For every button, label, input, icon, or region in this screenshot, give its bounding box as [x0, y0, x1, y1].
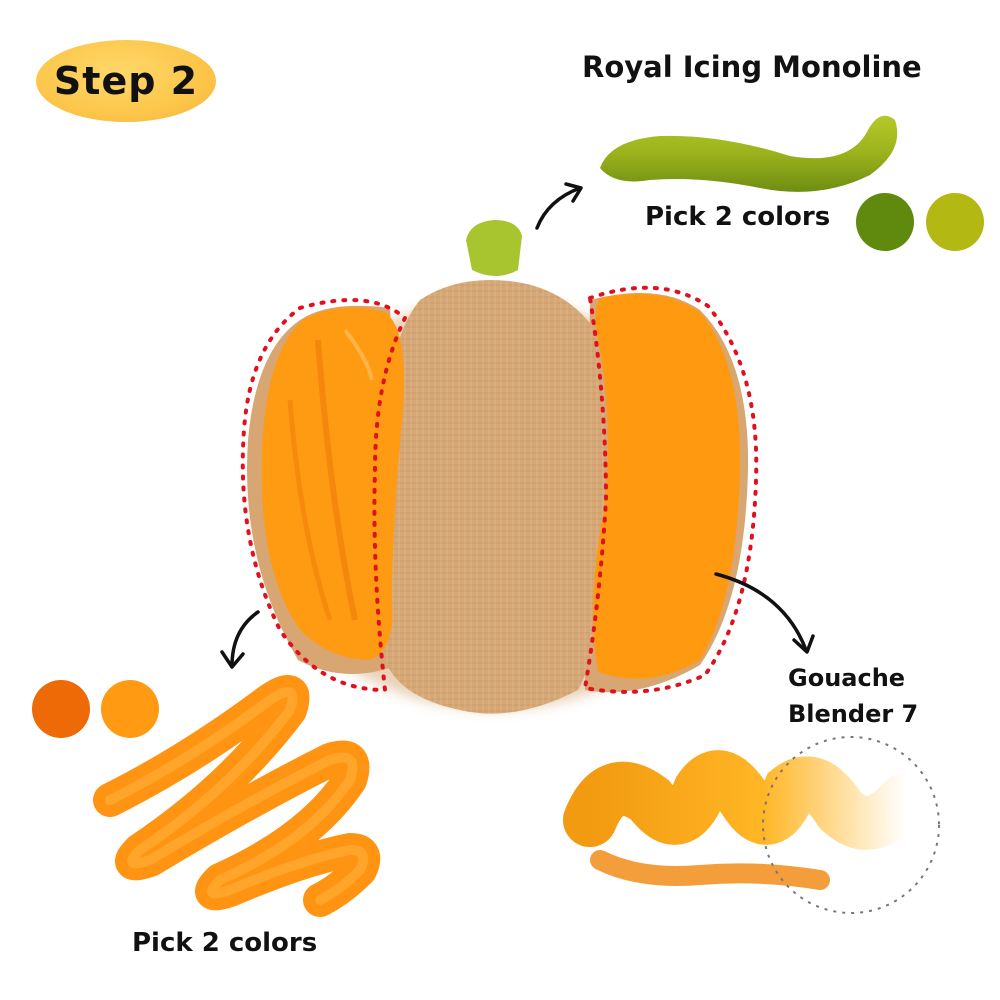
left-lobe-dotted-outline — [240, 298, 408, 693]
right-orange-lobe — [593, 293, 741, 679]
curved-arrow-icon — [535, 182, 583, 230]
color-swatch-dark-orange — [32, 680, 90, 738]
green-brush-stroke — [600, 115, 898, 192]
color-swatch-yellow-green — [926, 193, 984, 251]
curved-arrow-icon — [220, 610, 260, 669]
right-lobe-dotted-outline — [582, 285, 759, 694]
blender-swirl-stroke — [563, 736, 940, 914]
color-swatch-dark-green — [856, 193, 914, 251]
pick-colors-label-top: Pick 2 colors — [645, 202, 831, 232]
blender-dotted-circle — [762, 736, 940, 914]
blender-label-line1: Gouache — [788, 664, 906, 692]
brush-title: Royal Icing Monoline — [582, 50, 922, 84]
step-badge: Step 2 — [36, 40, 216, 122]
orange-scribble-stroke — [93, 675, 381, 917]
pumpkin-center-section — [381, 280, 609, 714]
curved-arrow-icon — [714, 572, 815, 654]
step-label: Step 2 — [53, 59, 199, 103]
pumpkin-stem — [466, 220, 522, 276]
blender-label-line2: Blender 7 — [788, 700, 919, 728]
color-swatch-light-orange — [101, 680, 159, 738]
blender-label: Gouache Blender 7 — [788, 660, 918, 732]
pick-colors-label-bottom: Pick 2 colors — [132, 928, 318, 958]
